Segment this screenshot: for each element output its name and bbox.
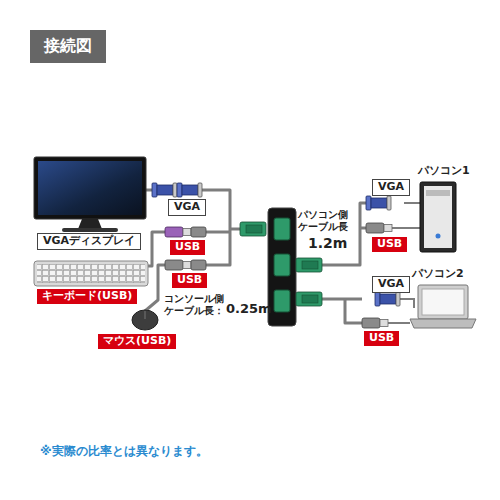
caption-note: ※実際の比率とは異なります。 [40,443,208,460]
tag-text: VGAディスプレイ [43,235,135,248]
tag-text: USB [175,241,200,254]
kvm-switch [268,208,296,326]
device-tag: VGA [372,179,410,196]
cable-length: 1.2m [308,235,347,251]
diagram-title: 接続図 [30,30,106,63]
tag-text: USB [377,238,402,251]
device-tag: VGA [168,199,206,216]
annotation: パソコン2 [412,268,464,281]
cable-length: 0.25m [226,302,272,317]
tag-text: VGA [378,278,404,291]
mouse [132,310,158,330]
tag-text: VGA [174,201,200,214]
port-tag: USB [372,237,407,252]
port-tag: キーボード(USB) [37,289,137,304]
tower-pc [420,182,456,252]
port-tag: マウス(USB) [98,334,176,349]
tag-text: キーボード(USB) [42,290,132,303]
usb-connector [165,227,206,270]
tag-text: USB [369,332,394,345]
keyboard [34,261,148,286]
port-tag: USB [170,240,205,255]
tag-text: USB [177,274,202,287]
annotation: パソコン1 [418,165,470,178]
annotation: パソコン側 ケーブル長 [298,209,352,232]
port-tag: USB [364,331,399,346]
cable [388,203,420,323]
device-tag: VGA [372,276,410,293]
vga-display [34,157,146,232]
cable [145,190,366,323]
tag-text: VGA [378,181,404,194]
vga-connector [152,183,202,197]
db-connector [240,222,322,306]
port-tag: USB [172,273,207,288]
device-tag: VGAディスプレイ [37,233,141,250]
annotation: コンソール側 ケーブル長： [164,293,226,316]
tag-text: マウス(USB) [103,335,171,348]
laptop-pc [410,285,476,328]
